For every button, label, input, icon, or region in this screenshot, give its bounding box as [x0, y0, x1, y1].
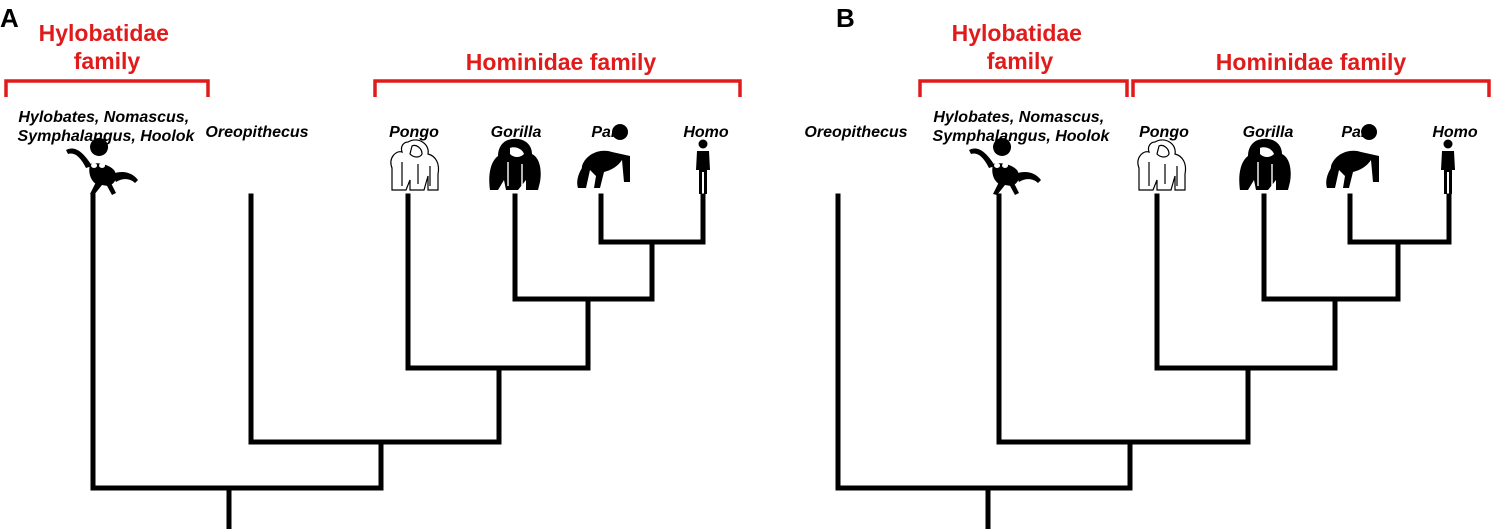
taxon-label-hylobatidae-genera: Hylobates, Nomascus, Symphalangus, Hoolo… [18, 109, 196, 145]
taxon-label-oreopithecus: Oreopithecus [804, 124, 907, 141]
family-label-hominidae: Hominidae family [1216, 49, 1407, 75]
tree-b [835, 193, 1452, 529]
gorilla-icon [1238, 138, 1292, 191]
family-label-hominidae: Hominidae family [466, 49, 657, 75]
taxon-label-homo: Homo [1432, 124, 1478, 141]
taxon-label-pongo: Pongo [1139, 124, 1189, 141]
branch-pongo-african-apes [1154, 193, 1338, 371]
orangutan-icon [1137, 139, 1187, 191]
human-icon [696, 139, 710, 194]
taxon-label-homo: Homo [683, 124, 729, 141]
gorilla-icon [488, 138, 542, 191]
taxon-label-hylobatidae-genera: Hylobates, Nomascus, Symphalangus, Hoolo… [933, 109, 1111, 145]
gibbon-icon [969, 138, 1041, 195]
tree-a [90, 193, 706, 529]
branch-gorilla-panhomo [1261, 193, 1401, 302]
family-bracket-hylobatidae [4, 79, 210, 97]
family-bracket-hylobatidae [918, 79, 1129, 97]
branch-oreopithecus-hominidae [248, 193, 502, 445]
gibbon-icon [66, 138, 138, 195]
taxon-label-oreopithecus: Oreopithecus [205, 124, 308, 141]
family-label-hylobatidae: Hylobatidae family [39, 20, 176, 74]
family-bracket-hominidae [1131, 79, 1491, 97]
branch-oreopithecus-rest [835, 193, 1133, 491]
human-icon [1441, 139, 1455, 194]
taxon-label-gorilla: Gorilla [491, 124, 542, 141]
taxon-label-gorilla: Gorilla [1243, 124, 1294, 141]
branch-pan-homo [1347, 193, 1452, 245]
panel-label: A [0, 3, 19, 33]
panel-b: B Hylobatidae family Hominidae family Or… [804, 3, 1491, 529]
family-bracket-hominidae [373, 79, 742, 97]
panel-label: B [836, 3, 855, 33]
branch-gorilla-panhomo [512, 193, 655, 302]
branch-pan-homo [598, 193, 706, 245]
branch-hylobatidae-hominidae [996, 193, 1251, 445]
orangutan-icon [390, 139, 440, 191]
taxon-label-pongo: Pongo [389, 124, 439, 141]
family-label-hylobatidae: Hylobatidae family [952, 20, 1089, 74]
branch-pongo-african-apes [405, 193, 591, 371]
branch-hylobatidae-rest [90, 193, 384, 491]
panel-a: A Hylobatidae family Hominidae family Hy… [0, 3, 742, 529]
